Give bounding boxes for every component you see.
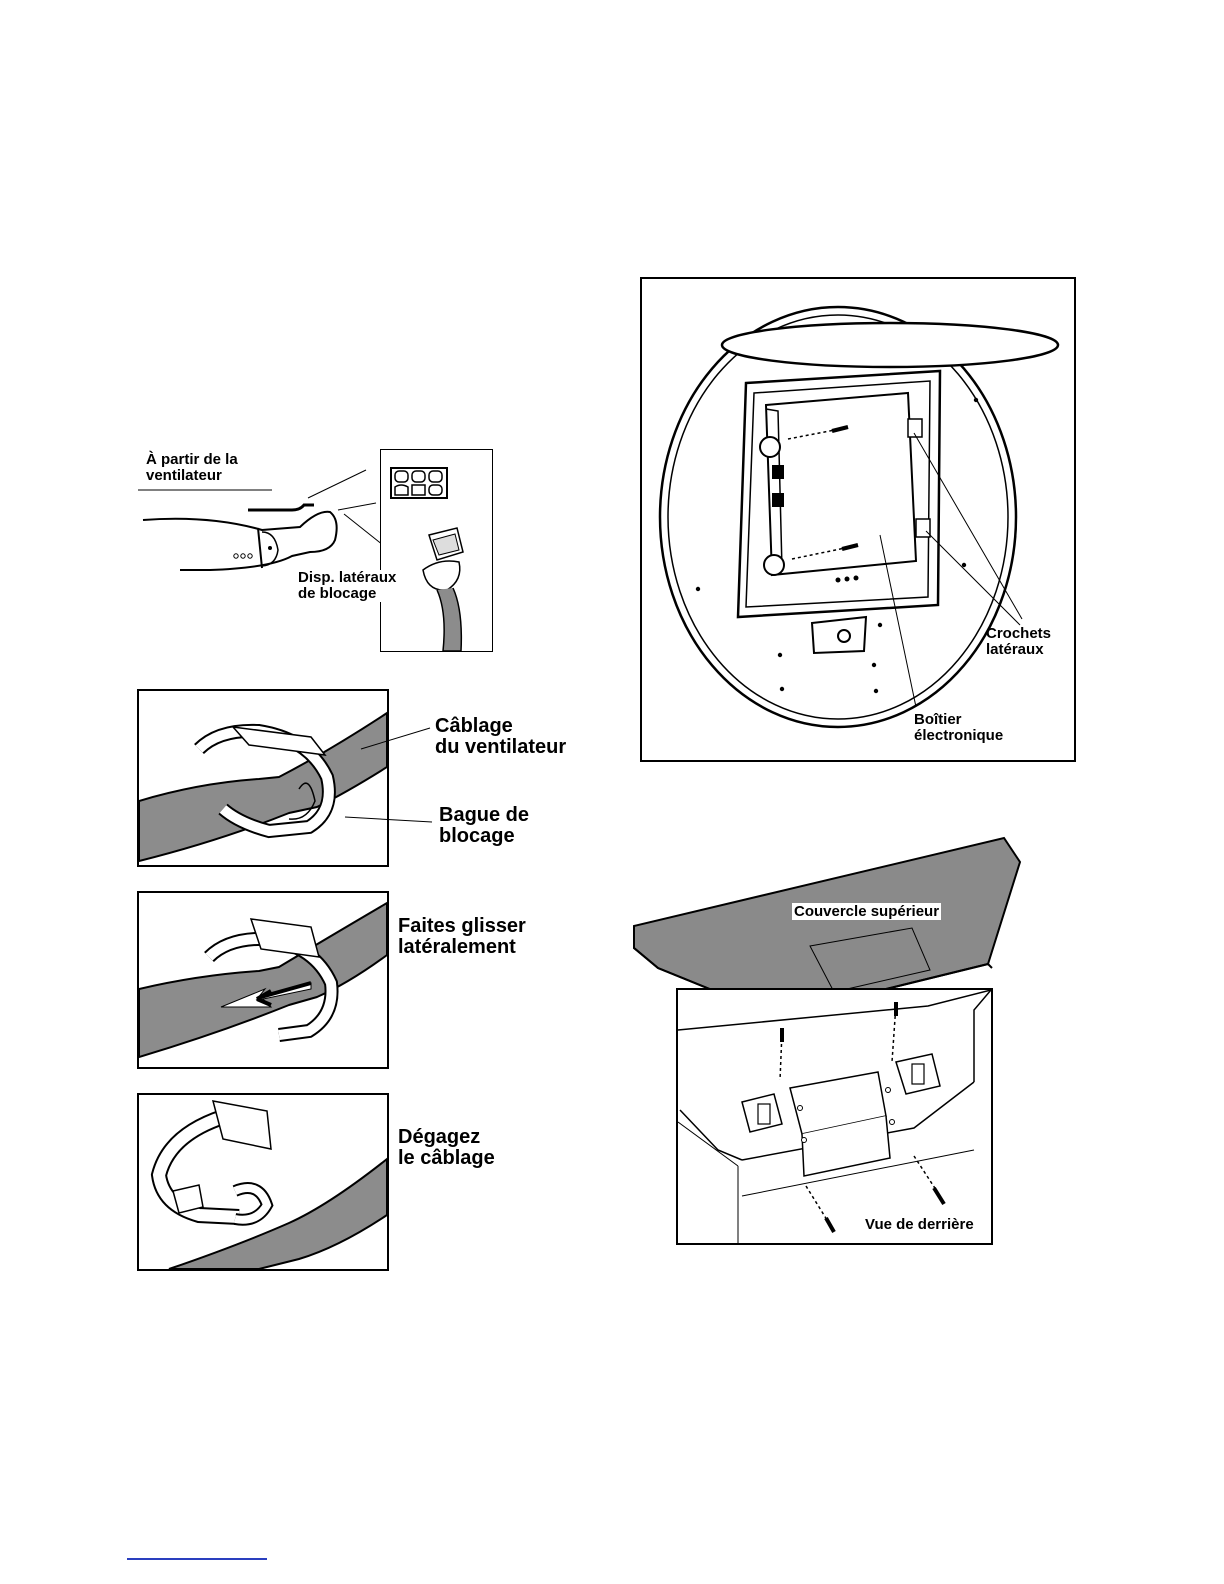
rear-view-panel: Vue de derrière [676, 988, 993, 1245]
label-top-cover: Couvercle supérieur [792, 904, 941, 920]
footer-rule [127, 1558, 267, 1560]
label-rear-view: Vue de derrière [865, 1217, 974, 1233]
rear-view-illustration [678, 990, 991, 1243]
